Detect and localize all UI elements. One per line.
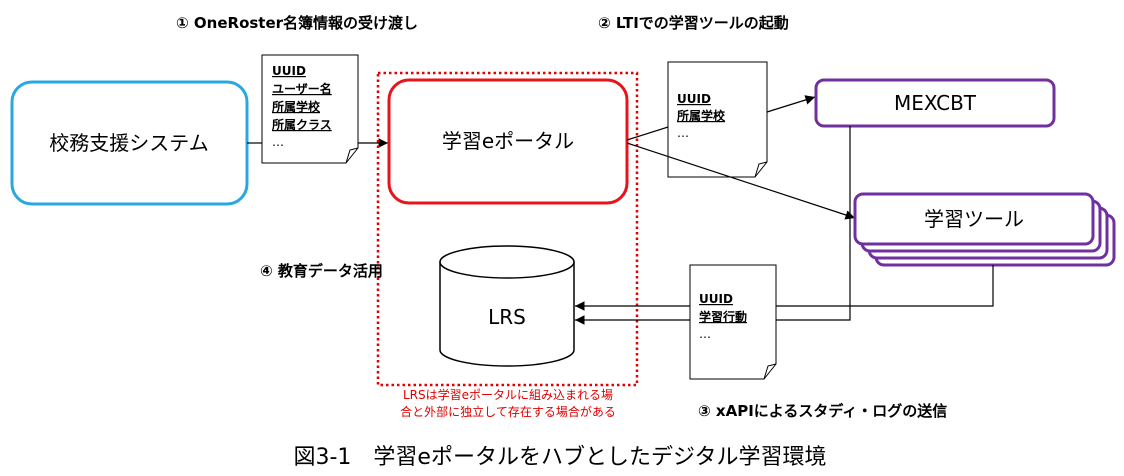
lrs-note-line-2: 合と外部に独立して存在する場合がある bbox=[400, 404, 616, 419]
tools-label: 学習ツール bbox=[924, 207, 1024, 231]
xapi-line-3: … bbox=[699, 327, 711, 341]
school-system-label: 校務支援システム bbox=[49, 131, 208, 155]
roster-document bbox=[261, 54, 359, 164]
lrs-note-line-1: LRSは学習eポータルに組み込まれる場 bbox=[403, 387, 613, 402]
lti-line-1: UUID bbox=[677, 92, 711, 106]
step3-label: ③ xAPIによるスタディ・ログの送信 bbox=[698, 402, 947, 420]
lrs-label: LRS bbox=[488, 305, 526, 329]
roster-line-2: ユーザー名 bbox=[272, 81, 332, 96]
roster-line-1: UUID bbox=[272, 64, 306, 78]
portal-dotted-region bbox=[376, 71, 639, 387]
xapi-line-2: 学習行動 bbox=[699, 309, 747, 324]
connector-portal-lti bbox=[626, 126, 669, 141]
roster-line-3: 所属学校 bbox=[272, 99, 321, 114]
portal-label: 学習eポータル bbox=[442, 129, 574, 153]
figure-caption: 図3-1 学習eポータルをハブとしたデジタル学習環境 bbox=[293, 445, 826, 470]
lti-document bbox=[667, 61, 768, 178]
lti-line-3: … bbox=[677, 126, 689, 140]
lrs-cylinder bbox=[439, 245, 575, 367]
mexcbt-box bbox=[814, 78, 1056, 128]
connector-tools-return bbox=[776, 265, 994, 307]
step4-label: ④ 教育データ活用 bbox=[260, 262, 383, 280]
xapi-document bbox=[689, 264, 777, 380]
step2-label: ② LTIでの学習ツールの起動 bbox=[598, 14, 789, 32]
connector-mexcbt-return bbox=[776, 126, 851, 321]
step1-label: ① OneRoster名簿情報の受け渡し bbox=[176, 14, 418, 32]
xapi-line-1: UUID bbox=[699, 292, 733, 306]
roster-line-5: … bbox=[272, 135, 284, 149]
arrow-to-tools bbox=[626, 142, 856, 220]
tools-box bbox=[853, 192, 1095, 246]
portal-box bbox=[387, 78, 629, 205]
arrow-to-mexcbt bbox=[766, 95, 816, 113]
roster-line-4: 所属クラス bbox=[272, 117, 332, 132]
lti-line-2: 所属学校 bbox=[677, 108, 726, 123]
mexcbt-label: MEXCBT bbox=[894, 91, 977, 115]
